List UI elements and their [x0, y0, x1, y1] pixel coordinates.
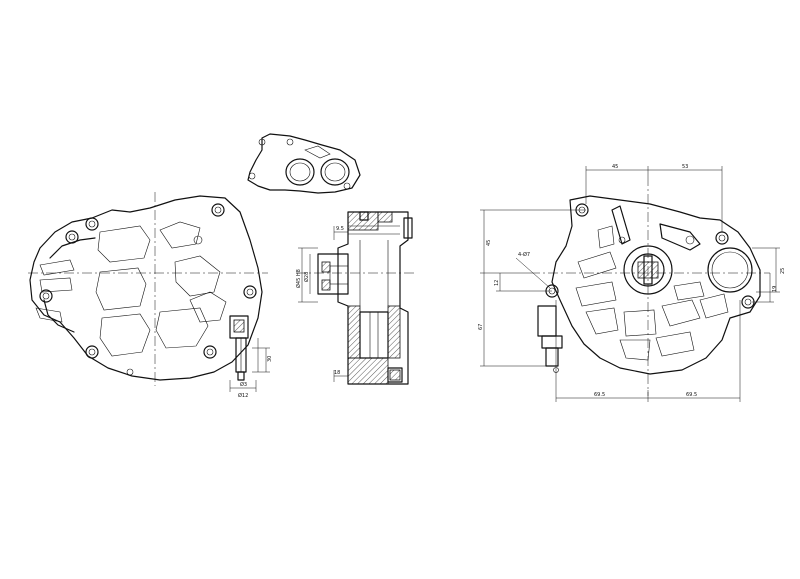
dim-19: 19: [772, 286, 778, 292]
dim-dia-28: Ø28: [303, 272, 310, 282]
gasket-outline: [247, 133, 361, 194]
dim-53-top: 53: [682, 164, 688, 170]
dim-holes: 4-Ø7: [518, 251, 530, 258]
left-pump-view: [28, 192, 270, 392]
dim-length-30: 30: [267, 356, 273, 362]
dim-9-5: 9.5: [336, 226, 344, 232]
right-pump-view: [480, 166, 780, 402]
dim-69-5-right: 69.5: [686, 392, 697, 398]
dim-dia-small: Ø3: [240, 381, 247, 388]
dim-25: 25: [780, 268, 786, 274]
dim-dia-45: Ø45 H8: [295, 269, 302, 288]
dim-67: 67: [478, 324, 484, 330]
dim-69-5-left: 69.5: [594, 392, 605, 398]
section-view: [296, 211, 414, 385]
dim-12-left: 12: [494, 280, 500, 286]
dim-dia-12: Ø12: [238, 392, 248, 399]
dim-18: 18: [334, 370, 340, 376]
dim-45-left: 45: [486, 240, 492, 246]
dim-45-top: 45: [612, 164, 618, 170]
